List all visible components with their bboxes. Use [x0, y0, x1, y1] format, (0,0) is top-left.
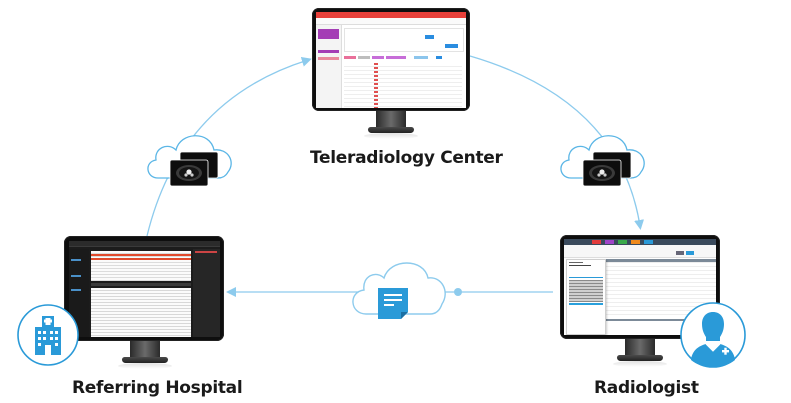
monitor-base [122, 357, 168, 363]
radiologist-badge [680, 302, 746, 368]
hospital-study-list [91, 251, 191, 281]
cloud-images-right [560, 135, 645, 187]
cloud-images-left [147, 135, 232, 187]
center-status-tabs [344, 56, 462, 59]
doctor-icon [691, 312, 735, 367]
center-sidebar [316, 25, 342, 108]
edge-hospital-to-center [146, 57, 312, 237]
monitor-base [617, 355, 663, 361]
radiologist-app-header [564, 239, 716, 245]
monitor-shadow [118, 363, 172, 369]
radiologist-label: Radiologist [594, 378, 699, 398]
center-nav-bar [316, 18, 466, 25]
tab-blue [644, 240, 653, 244]
document-icon [378, 288, 408, 319]
monitor-stand [625, 339, 655, 357]
radiologist-status-bar [604, 319, 716, 321]
monitor-base [368, 127, 414, 133]
monitor-stand [130, 341, 160, 359]
hospital-tree-panel [69, 249, 89, 337]
teleradiology-center-label: Teleradiology Center [310, 148, 503, 168]
hospital-badge [17, 304, 79, 366]
hospital-series-list [91, 288, 191, 337]
radiologist-popup-dialog [566, 259, 606, 335]
radiologist-screen [564, 239, 716, 335]
hospital-screen [69, 241, 220, 337]
cloud-report [352, 262, 446, 319]
tab-green [618, 240, 627, 244]
hospital-info-panel [193, 249, 220, 337]
center-worklist-table [344, 63, 462, 108]
center-screen [316, 12, 466, 108]
center-app-header [316, 12, 466, 18]
selected-row-highlight [91, 254, 191, 256]
selected-row-highlight [569, 303, 603, 305]
monitor-shadow [613, 361, 667, 367]
hospital-icon [35, 316, 61, 355]
edge-origin-dot [454, 288, 462, 296]
radiologist-filter-bar [564, 245, 716, 258]
hospital-toolbar [69, 241, 220, 247]
monitor-stand [376, 111, 406, 129]
hospital-series-bar [91, 283, 191, 286]
tab-red [592, 240, 601, 244]
tab-purple [605, 240, 614, 244]
ct-images-icon [582, 151, 632, 187]
edge-center-to-radiologist [469, 55, 644, 230]
center-filter-panel [344, 28, 464, 52]
tab-orange [631, 240, 640, 244]
monitor-shadow [364, 133, 418, 139]
ct-images-icon [169, 151, 219, 187]
referring-hospital-label: Referring Hospital [72, 378, 243, 398]
